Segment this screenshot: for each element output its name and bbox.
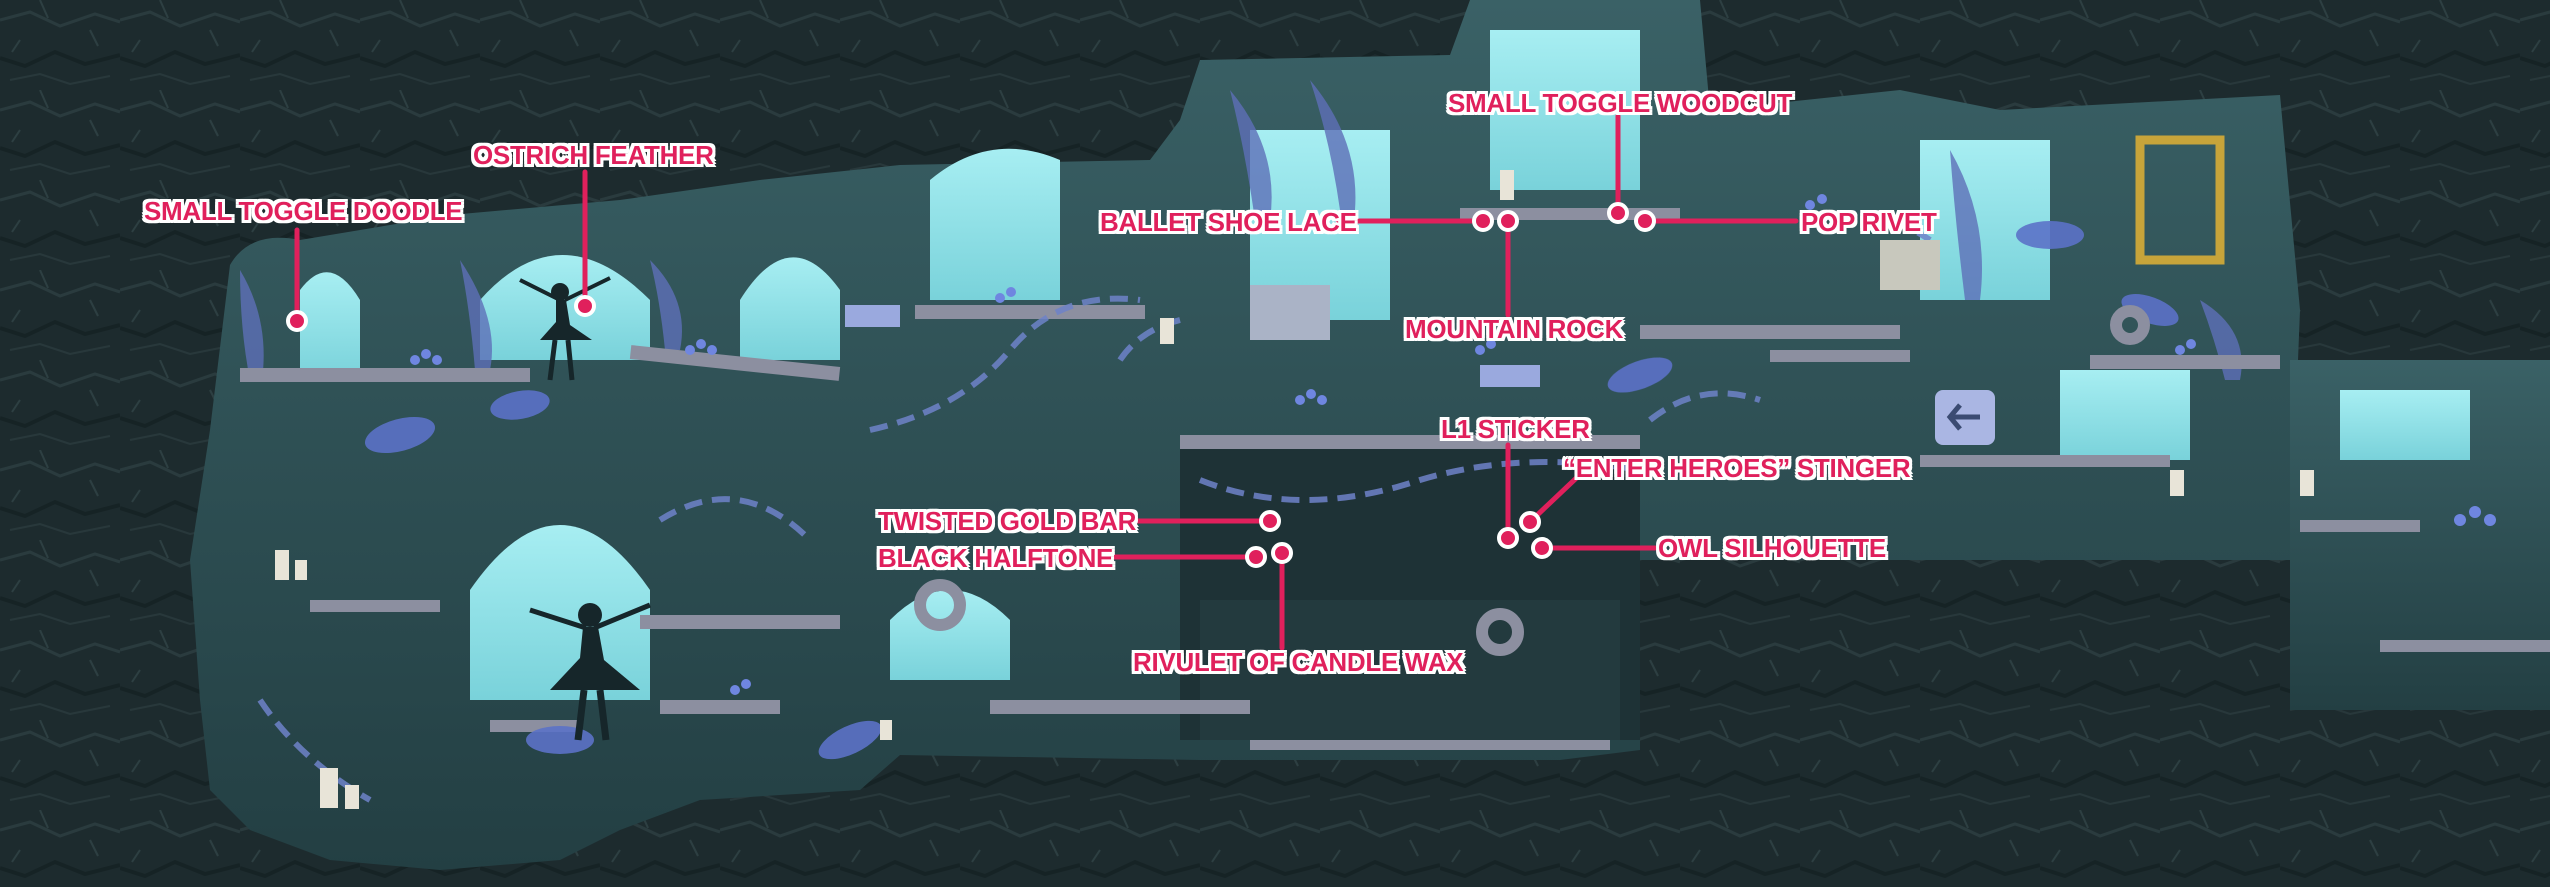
label-ballet-shoe-lace: BALLET SHOE LACE [1100, 207, 1357, 237]
sky-window-3 [740, 257, 840, 360]
sky-window-4 [930, 148, 1060, 300]
sky-window-12 [2340, 390, 2470, 460]
sky-window-11 [2060, 370, 2190, 460]
label-l1-sticker: L1 STICKER [1441, 414, 1590, 444]
dark-room-lower [1200, 600, 1620, 740]
collectible-orbs [410, 194, 2496, 695]
sky-window-10 [1920, 140, 2050, 300]
label-rivulet-of-candle-wax: RIVULET OF CANDLE WAX [1133, 647, 1464, 677]
ballerina-silhouette-icon [519, 276, 651, 741]
sky-window-8 [1490, 30, 1640, 190]
sky-window-5 [470, 525, 650, 700]
dashed-trails [257, 210, 1932, 803]
label-twisted-gold-bar: TWISTED GOLD BAR [878, 506, 1137, 536]
label-ostrich-feather: OSTRICH FEATHER [473, 140, 714, 170]
label-leader-lines [294, 113, 1799, 651]
label-small-toggle-woodcut: SMALL TOGGLE WOODCUT [1448, 88, 1793, 118]
label-black-halftone: BLACK HALFTONE [878, 543, 1114, 573]
candle-icon [275, 170, 2314, 809]
label-small-toggle-doodle: SMALL TOGGLE DOODLE [144, 196, 463, 226]
label-mountain-rock: MOUNTAIN ROCK [1405, 314, 1624, 344]
circle-marker-icon [286, 202, 1656, 568]
sky-window-1 [300, 272, 360, 380]
label-owl-silhouette: OWL SILHOUETTE [1658, 533, 1886, 563]
arrow-crate-icon [845, 240, 1995, 445]
label-pop-rivet: POP RIVET [1801, 207, 1937, 237]
gear-decorations [914, 305, 2150, 656]
gold-frame [2135, 135, 2225, 265]
label-enter-heroes-stinger: “ENTER HEROES” STINGER [1563, 453, 1911, 483]
